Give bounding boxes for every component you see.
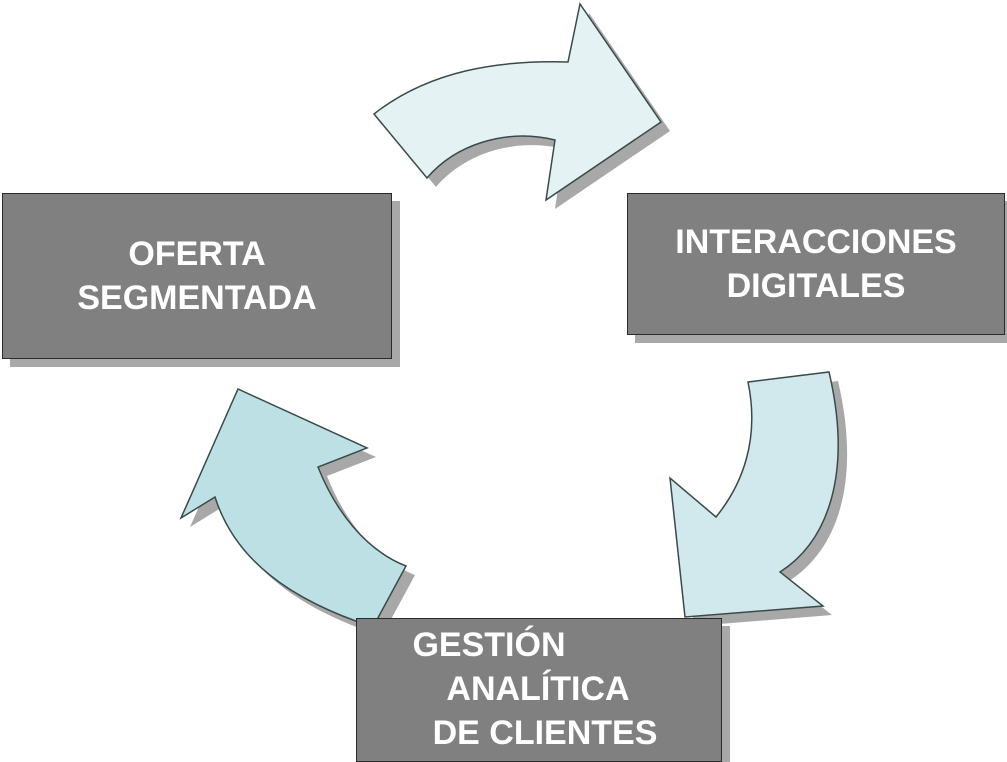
node-oferta-segmentada: OFERTA SEGMENTADA [2,193,392,359]
node-label-line: DIGITALES [726,267,906,305]
node-interacciones-digitales: INTERACCIONES DIGITALES [627,193,1005,335]
node-label-line: DE CLIENTES [432,714,658,752]
node-label-line: ANALÍTICA [446,670,630,708]
node-label-line: INTERACCIONES [675,223,957,261]
node-label-line: GESTIÓN [412,626,566,664]
arrow-left [179,388,408,628]
node-label-line: SEGMENTADA [77,279,317,317]
node-gestion-analitica: GESTIÓN ANALÍTICA DE CLIENTES [356,618,722,762]
arrow-right [669,371,839,618]
arrow-top [372,2,663,202]
node-label-line: OFERTA [128,235,266,273]
